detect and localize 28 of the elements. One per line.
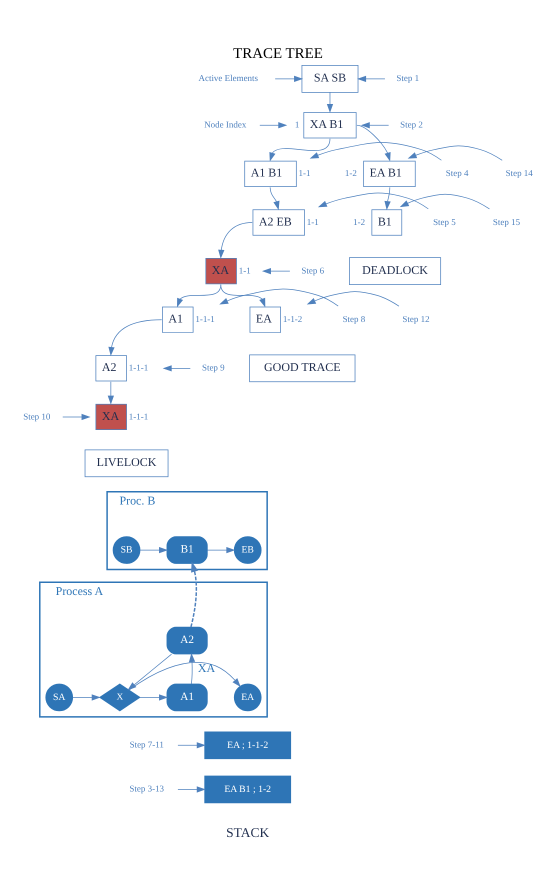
diagram-title: TRACE TREE	[233, 46, 323, 62]
node-text: Active Elements	[198, 73, 258, 84]
node-text: Step 7-11	[130, 740, 164, 750]
node-label: 1-1	[298, 168, 311, 178]
node-label: 1-1-1	[128, 411, 148, 422]
node-text: Step 1	[396, 73, 420, 84]
label: STACK	[226, 824, 270, 840]
node-text: Step 3-13	[129, 784, 164, 794]
node-text: Step 4	[446, 168, 468, 178]
node-label: 1-1	[238, 265, 251, 276]
node-label: 1	[294, 120, 300, 130]
node-label: 1-1-2	[282, 314, 302, 324]
node-text: Step 12	[402, 314, 430, 324]
node-text: Node Index	[204, 120, 246, 130]
node-label: 1-1	[306, 216, 319, 227]
node-label: 1-2	[344, 168, 357, 178]
node-label: 1-1-1	[128, 362, 148, 373]
node-text: Step 9	[202, 362, 225, 373]
node-label: 1-1-1	[195, 314, 215, 324]
node-text: Step 10	[23, 411, 50, 422]
node-label: 1-2	[353, 216, 366, 227]
node-text: Step 14	[506, 168, 533, 178]
node-text: Step 2	[400, 120, 423, 130]
node-text: Step 8	[342, 314, 366, 324]
edge-label: XA	[198, 660, 216, 675]
node-text: Step 5	[433, 216, 456, 227]
node-text: Step 6	[301, 265, 324, 276]
node-text: Step 15	[492, 216, 520, 227]
